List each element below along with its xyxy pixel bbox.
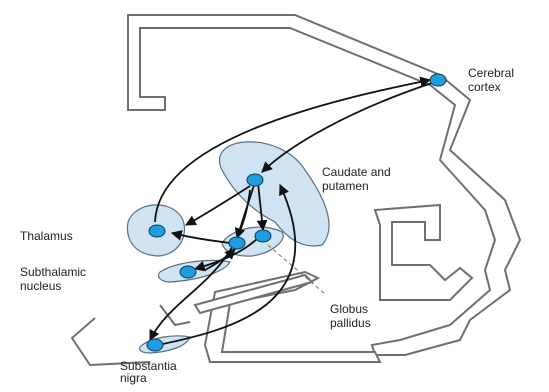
caudate-putamen-node <box>247 174 263 186</box>
regions <box>127 142 328 353</box>
globus-pallidus-node-external <box>229 237 245 249</box>
label-cerebral-cortex-line1: Cerebral <box>468 66 514 80</box>
label-caudate-putamen: Caudate and putamen <box>322 165 391 193</box>
label-subthalamic-nucleus: Subthalamic nucleus <box>20 265 86 293</box>
label-caudate-putamen-line1: Caudate and <box>322 165 391 179</box>
label-globus-line1: Globus <box>330 302 371 316</box>
nigra-node <box>147 339 163 351</box>
label-nigra-line2: nigra <box>120 372 177 384</box>
label-substantia-nigra: Substantia nigra <box>120 360 177 384</box>
cortex-fold <box>375 205 472 300</box>
label-globus-pallidus: Globus pallidus <box>330 302 371 330</box>
brainstem-outline <box>72 305 190 365</box>
label-subthalamic-line2: nucleus <box>20 279 86 293</box>
label-cerebral-cortex: Cerebral cortex <box>468 66 514 94</box>
thalamus-node <box>149 225 165 237</box>
label-globus-line2: pallidus <box>330 316 371 330</box>
label-caudate-putamen-line2: putamen <box>322 179 391 193</box>
inner-strip <box>195 275 312 313</box>
subthalamic-node <box>180 266 196 278</box>
label-thalamus: Thalamus <box>20 229 73 243</box>
label-cerebral-cortex-line2: cortex <box>468 80 514 94</box>
cortex-node <box>430 74 446 86</box>
label-thalamus-text: Thalamus <box>20 229 73 243</box>
striatum-to-thalamus-arrow <box>186 186 250 225</box>
label-subthalamic-line1: Subthalamic <box>20 265 86 279</box>
globus-pallidus-node-internal <box>255 230 271 242</box>
